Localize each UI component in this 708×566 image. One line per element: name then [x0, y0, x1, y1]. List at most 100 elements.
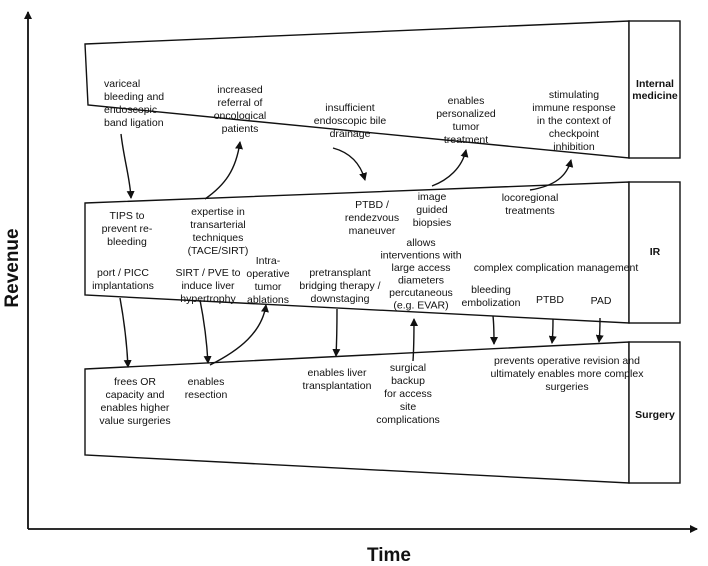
text-pad: PAD — [591, 295, 612, 307]
text-line: enables — [448, 95, 485, 107]
text-line: PAD — [591, 295, 612, 307]
text-line: rendezvous — [345, 212, 399, 224]
text-line: prevent re- — [102, 223, 153, 235]
text-line: enables liver — [308, 367, 367, 379]
arrow-resection-ablations — [209, 304, 269, 366]
text-line: surgeries — [545, 381, 588, 393]
text-line: enables — [188, 376, 225, 388]
text-line: bridging therapy / — [299, 280, 380, 292]
arrows — [119, 133, 604, 368]
text-line: inhibition — [553, 141, 595, 153]
arrow-sirt-resection — [199, 299, 212, 364]
text-ptbd: PTBD — [536, 294, 564, 306]
text-line: expertise in — [191, 206, 245, 218]
text-line: downstaging — [311, 293, 370, 305]
text-line: (TACE/SIRT) — [188, 245, 249, 257]
text-line: treatment — [444, 134, 488, 146]
text-line: SIRT / PVE to — [176, 267, 241, 279]
text-line: ultimately enables more complex — [491, 368, 645, 380]
text-line: maneuver — [349, 225, 396, 237]
text-line: Internal — [636, 78, 674, 90]
text-line: oncological — [214, 110, 267, 122]
arrow-variceal-tips — [120, 133, 135, 199]
text-line: surgical — [390, 362, 426, 374]
text-line: ablations — [247, 294, 289, 306]
text-line: tumor — [255, 281, 282, 293]
text-line: drainage — [330, 128, 371, 140]
text-line: immune response — [532, 102, 616, 114]
text-line: increased — [217, 84, 263, 96]
text-line: bleeding — [107, 236, 147, 248]
text-line: image — [418, 191, 447, 203]
text-line: checkpoint — [549, 128, 599, 140]
text-line: personalized — [436, 108, 496, 120]
text-line: insufficient — [325, 102, 375, 114]
arrow-biopsies-personalized — [431, 149, 469, 187]
text-line: resection — [185, 389, 228, 401]
text-line: prevents operative revision and — [494, 355, 640, 367]
text-line: techniques — [193, 232, 244, 244]
text-line: endoscopic — [104, 104, 157, 116]
text-line: stimulating — [549, 89, 599, 101]
text-line: site — [400, 401, 417, 413]
arrow-locoregional-immune — [529, 159, 574, 191]
label-ir: IR — [650, 246, 661, 258]
arrow-ptbd-prevents — [548, 318, 557, 344]
text-line: embolization — [462, 297, 521, 309]
text-line: diameters — [398, 275, 444, 287]
text-line: referral of — [218, 97, 263, 109]
text-line: Intra- — [256, 255, 281, 267]
text-line: large access — [392, 262, 451, 274]
text-line: frees OR — [114, 376, 156, 388]
text-complex: complex complication management — [474, 262, 639, 274]
text-line: patients — [222, 123, 259, 135]
text-line: complications — [376, 414, 440, 426]
text-line: percutaneous — [389, 287, 453, 299]
text-line: TIPS to — [109, 210, 144, 222]
text-line: pretransplant — [309, 267, 370, 279]
text-line: transarterial — [190, 219, 245, 231]
text-line: endoscopic bile — [314, 115, 387, 127]
text-line: Surgery — [635, 409, 675, 421]
text-line: bleeding — [471, 284, 511, 296]
text-line: IR — [650, 246, 661, 258]
text-line: locoregional — [502, 192, 559, 204]
text-line: PTBD — [536, 294, 564, 306]
label-surgery: Surgery — [635, 409, 675, 421]
x-axis-title: Time — [367, 545, 411, 566]
text-line: treatments — [505, 205, 555, 217]
band-ir: IR — [84, 181, 681, 324]
text-line: implantations — [92, 280, 154, 292]
text-line: biopsies — [413, 217, 452, 229]
text-line: port / PICC — [97, 267, 149, 279]
text-line: induce liver — [181, 280, 235, 292]
text-line: backup — [391, 375, 425, 387]
text-line: PTBD / — [355, 199, 389, 211]
text-line: for access — [384, 388, 432, 400]
arrow-port-frees — [119, 297, 132, 368]
text-line: value surgeries — [99, 415, 170, 427]
arrow-embolization-prevents — [489, 315, 498, 345]
y-axis-title: Revenue — [2, 228, 23, 307]
arrow-expertise-referral — [204, 141, 243, 200]
arrow-pad-prevents — [595, 317, 604, 343]
text-line: hypertrophy — [180, 293, 236, 305]
text-line: allows — [406, 237, 435, 249]
text-line: (e.g. EVAR) — [393, 300, 448, 312]
